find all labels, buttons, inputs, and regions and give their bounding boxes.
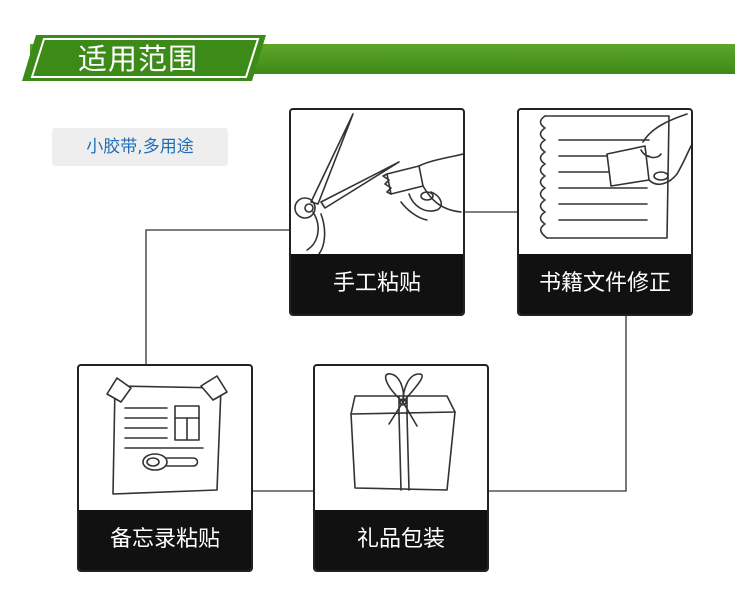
usage-card-memo: 备忘录粘贴 — [77, 364, 253, 572]
card-label: 书籍文件修正 — [519, 254, 691, 314]
memo-document-icon — [106, 375, 228, 495]
section-title: 适用范围 — [78, 42, 199, 76]
card-label: 手工粘贴 — [291, 254, 463, 314]
scissors-tape-icon — [294, 113, 463, 254]
notebook-tape-icon — [539, 113, 691, 239]
section-header: 适用范围 — [0, 0, 750, 110]
header-badge — [22, 35, 266, 81]
usage-card-handcraft: 手工粘贴 — [289, 108, 465, 316]
card-label: 备忘录粘贴 — [79, 510, 251, 570]
usage-card-book-repair: 书籍文件修正 — [517, 108, 693, 316]
subtitle-pill: 小胶带,多用途 — [52, 128, 228, 166]
usage-card-gift-wrap: 礼品包装 — [313, 364, 489, 572]
gift-box-icon — [350, 373, 456, 491]
card-label: 礼品包装 — [315, 510, 487, 570]
